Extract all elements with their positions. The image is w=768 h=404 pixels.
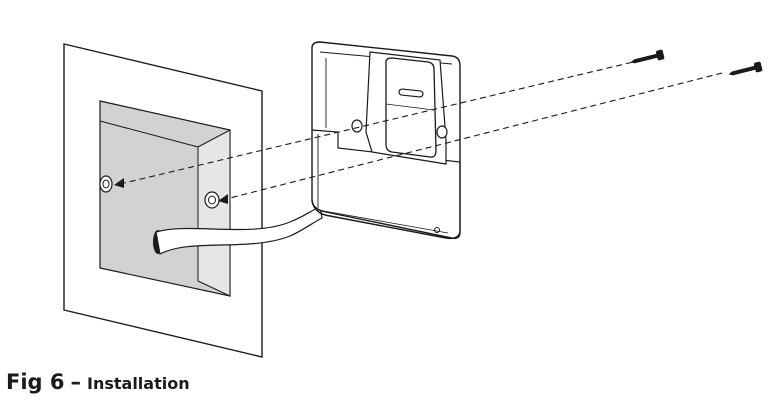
alignment-arrowhead-upper (114, 178, 124, 188)
figure-title: Installation (87, 374, 190, 393)
indicator-slot (398, 88, 424, 98)
figure-number: Fig 6 (6, 370, 65, 394)
device-unit (311, 41, 461, 240)
figure-caption: Fig 6–Installation (6, 370, 190, 400)
cable (155, 206, 323, 255)
fixing-screw-lower (728, 61, 763, 76)
device-mounting-hole-right (436, 125, 448, 139)
flush-wall-box (99, 100, 231, 297)
device-lower-housing (311, 129, 461, 232)
box-fixing-lug-right (204, 191, 220, 209)
fixing-screw-upper (630, 49, 665, 64)
box-fixing-lug-left (99, 175, 113, 193)
device-mounting-hole-left (351, 119, 363, 133)
device-underside (311, 199, 461, 240)
caption-separator: – (70, 370, 82, 394)
push-button (385, 57, 437, 158)
alignment-line-upper (119, 57, 651, 185)
alignment-line-lower (221, 71, 727, 201)
underside-screw (434, 227, 440, 233)
box-side-face (197, 129, 231, 297)
box-top-edge (99, 120, 199, 148)
alignment-arrowhead-lower (218, 194, 228, 204)
